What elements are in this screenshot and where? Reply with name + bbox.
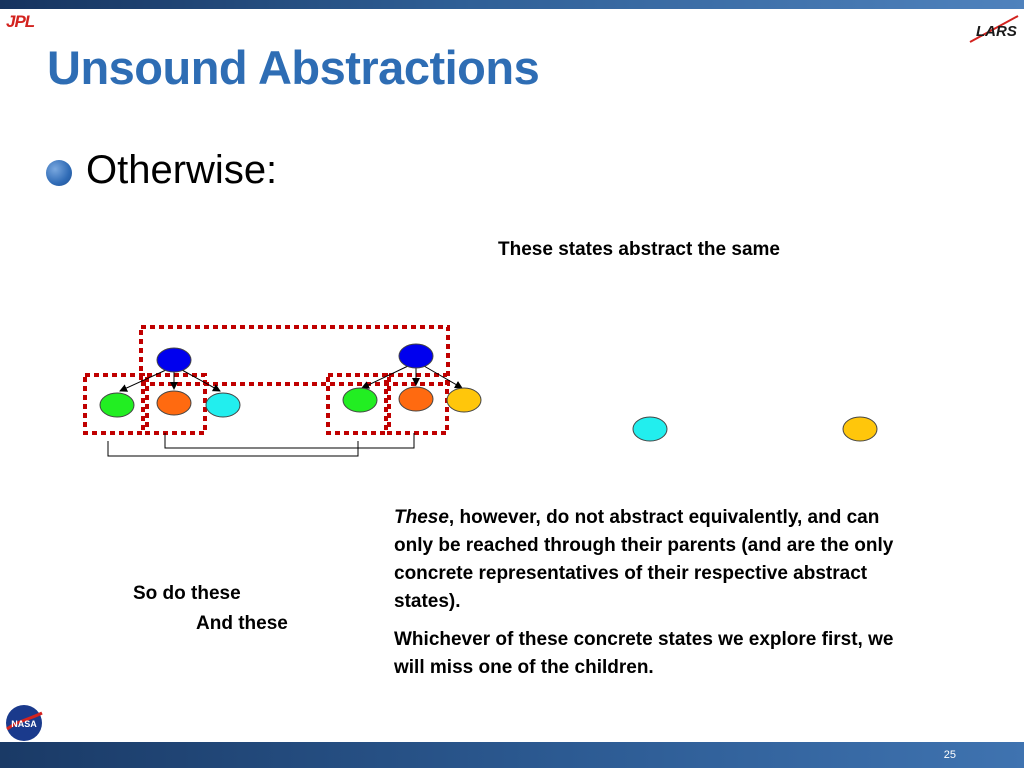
parent-node-right [398,343,434,369]
parent-node-left [156,347,192,373]
abstract-box-orange-right [387,373,449,435]
bracket-orange-pair [164,433,415,449]
child-node-green-right [342,387,378,413]
page-title: Unsound Abstractions [47,41,540,94]
isolated-node-yellow [842,416,878,442]
bullet-icon [46,160,72,186]
edge-right-to-yellow [423,365,463,389]
abstract-box-parents [139,325,450,386]
isolated-node-cyan [632,416,668,442]
child-node-green-left [99,392,135,418]
paragraph-abstraction: These, however, do not abstract equivale… [394,504,914,616]
lars-logo-text: LARS [976,23,1017,40]
edge-left-to-cyan [181,369,221,392]
jpl-logo: JPL [6,12,35,31]
bullet-text: Otherwise: [86,148,278,192]
paragraph-conclusion: Whichever of these concrete states we ex… [394,629,894,678]
nasa-logo: NASA [6,705,43,741]
edge-right-to-green [361,365,409,389]
lars-logo: LARS [969,15,1019,43]
abstract-box-orange-left [145,373,207,435]
label-and-these: And these [196,613,288,634]
child-node-cyan-left [205,392,241,418]
top-bar [0,0,1024,9]
paragraph-rest: , however, do not abstract equivalently,… [394,507,894,612]
child-node-orange-right [398,386,434,412]
nasa-logo-text: NASA [11,719,37,729]
page-number: 25 [943,749,956,761]
child-node-yellow-right [446,387,482,413]
abstract-box-green-left [83,373,145,435]
label-so-do-these: So do these [133,583,241,604]
label-abstract-same: These states abstract the same [498,239,780,260]
bottom-bar: 25 [0,742,1024,768]
child-node-orange-left [156,390,192,416]
abstract-box-green-right [326,373,388,435]
paragraph-emphasis: These [394,507,449,528]
edge-left-to-green [119,369,167,392]
